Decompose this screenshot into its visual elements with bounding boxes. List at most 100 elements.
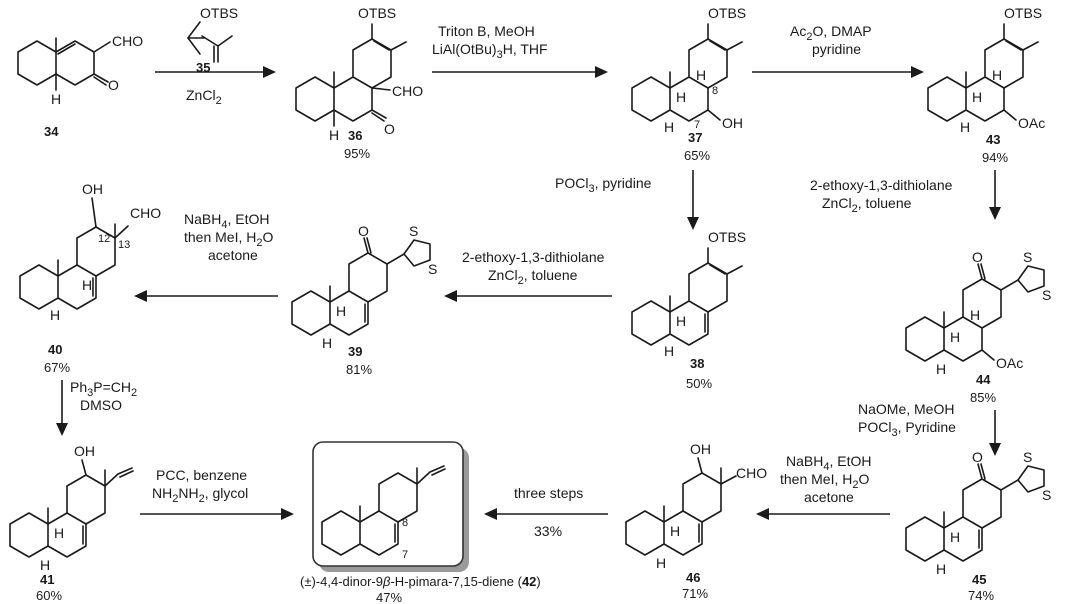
position-8-label: 8	[712, 85, 718, 97]
compound-39: O S S H H 39 81%	[291, 223, 437, 377]
oh-label: OH	[82, 181, 103, 197]
compound-43: OTBS H H H OAc 43 94%	[927, 5, 1045, 165]
h-label: H	[40, 557, 50, 573]
position-8-label: 8	[402, 517, 408, 529]
compound-44: O S S H H H OAc 44 85%	[905, 249, 1051, 405]
otbs-label: OTBS	[200, 5, 238, 21]
condition-line-1: NaOMe, MeOH	[858, 401, 954, 417]
condition-line-1: Triton B, MeOH	[438, 23, 535, 39]
reaction-arrow-36-37: Triton B, MeOH LiAl(OtBu)3H, THF	[432, 23, 608, 78]
otbs-label: OTBS	[708, 5, 746, 21]
yield-text: 50%	[686, 376, 712, 391]
condition-line-1: three steps	[514, 485, 583, 501]
oac-label: OAc	[996, 355, 1023, 371]
condition-line-1: Ph3P=CH2	[70, 379, 137, 399]
ketone-o-label: O	[384, 121, 395, 137]
condition-line-2: ZnCl2, toluene	[488, 267, 578, 287]
ketone-o-label: O	[358, 223, 369, 239]
ketone-o-label: O	[972, 449, 983, 465]
compound-number: 40	[48, 342, 62, 357]
condition-line-2: ZnCl2, toluene	[822, 195, 912, 215]
h-label: H	[51, 91, 61, 107]
compound-38: OTBS H H 38 50%	[631, 229, 746, 391]
compound-number: 34	[44, 124, 59, 139]
position-13-label: 13	[118, 239, 130, 251]
yield-text: 74%	[968, 588, 994, 603]
compound-number: 36	[348, 128, 362, 143]
compound-number: 41	[40, 572, 54, 587]
compound-46: OH CHO H H 46 71%	[625, 441, 767, 601]
condition-line-1: NaBH4, EtOH	[786, 453, 872, 473]
h-label: H	[970, 307, 980, 323]
condition-line-2: NH2NH2, glycol	[152, 485, 248, 505]
yield-text: 81%	[346, 362, 372, 377]
compound-37: OTBS H H H 8 7 OH 37 65%	[631, 5, 746, 163]
h-label: H	[82, 277, 92, 293]
h-label: H	[670, 523, 680, 539]
condition-line-1: 2-ethoxy-1,3-dithiolane	[462, 249, 605, 265]
reaction-arrow-37-43: Ac2O, DMAP pyridine	[752, 23, 924, 78]
yield-text: 71%	[682, 586, 708, 601]
condition-line-2: then MeI, H2O	[184, 229, 274, 249]
compound-number: 38	[690, 356, 704, 371]
h-label: H	[936, 561, 946, 577]
condition-line-2: POCl3, Pyridine	[858, 419, 956, 439]
condition-line-1: Ac2O, DMAP	[790, 23, 872, 43]
condition-line-2: pyridine	[812, 41, 861, 57]
reaction-arrow-46-42: three steps 33%	[484, 485, 608, 539]
otbs-label: OTBS	[708, 229, 746, 245]
position-12-label: 12	[98, 233, 110, 245]
reaction-arrow-40-41: Ph3P=CH2 DMSO	[56, 379, 137, 436]
h-label: H	[696, 67, 706, 83]
oh-label: OH	[690, 441, 711, 457]
compound-35: OTBS 35	[187, 5, 238, 75]
position-7-label: 7	[402, 549, 408, 561]
compound-number: 39	[348, 344, 362, 359]
h-label: H	[329, 127, 339, 143]
yield-text: 67%	[44, 360, 70, 375]
position-7-label: 7	[694, 119, 700, 131]
cho-label: CHO	[130, 205, 161, 221]
yield-text: 95%	[344, 146, 370, 161]
compound-41: OH H H 41 60%	[9, 443, 134, 603]
reaction-arrow-45-46: NaBH4, EtOH then MeI, H2O acetone	[756, 453, 890, 520]
cho-label: CHO	[112, 33, 143, 49]
condition-line-3: acetone	[208, 247, 258, 263]
ketone-o-label: O	[972, 249, 983, 265]
h-label: H	[972, 89, 982, 105]
condition-line-3: acetone	[804, 489, 854, 505]
reaction-arrow-34-36: ZnCl2	[155, 66, 276, 107]
h-label: H	[336, 303, 346, 319]
compound-number: 45	[972, 572, 986, 587]
compound-number: 43	[986, 132, 1000, 147]
yield-text: 60%	[36, 588, 62, 603]
compound-number: 44	[976, 372, 991, 387]
sulfur-label: S	[1042, 487, 1051, 503]
reaction-arrow-39-40: NaBH4, EtOH then MeI, H2O acetone	[134, 211, 278, 302]
sulfur-label: S	[428, 261, 437, 277]
condition-line-2: 33%	[534, 523, 562, 539]
h-label: H	[656, 555, 666, 571]
condition-line-1: 2-ethoxy-1,3-dithiolane	[810, 177, 953, 193]
h-label: H	[950, 529, 960, 545]
reaction-arrow-44-45: NaOMe, MeOH POCl3, Pyridine	[858, 401, 1001, 456]
yield-text: 94%	[982, 150, 1008, 165]
h-label: H	[992, 67, 1002, 83]
otbs-label: OTBS	[358, 5, 396, 21]
yield-text: 85%	[970, 390, 996, 405]
condition-line-1: NaBH4, EtOH	[184, 211, 270, 231]
reaction-arrow-37-38: POCl3, pyridine	[555, 170, 699, 230]
sulfur-label: S	[1023, 249, 1032, 265]
compound-42-box	[312, 441, 469, 572]
h-label: H	[664, 343, 674, 359]
h-label: H	[322, 335, 332, 351]
compound-34: CHO O H 34	[17, 33, 143, 139]
condition-line-2: DMSO	[80, 397, 122, 413]
otbs-label: OTBS	[1004, 5, 1042, 21]
condition-line-2: LiAl(OtBu)3H, THF	[432, 41, 548, 61]
sulfur-label: S	[409, 223, 418, 239]
condition-line-2: then MeI, H2O	[780, 471, 870, 491]
yield-text: 65%	[684, 148, 710, 163]
oh-label: OH	[74, 443, 95, 459]
